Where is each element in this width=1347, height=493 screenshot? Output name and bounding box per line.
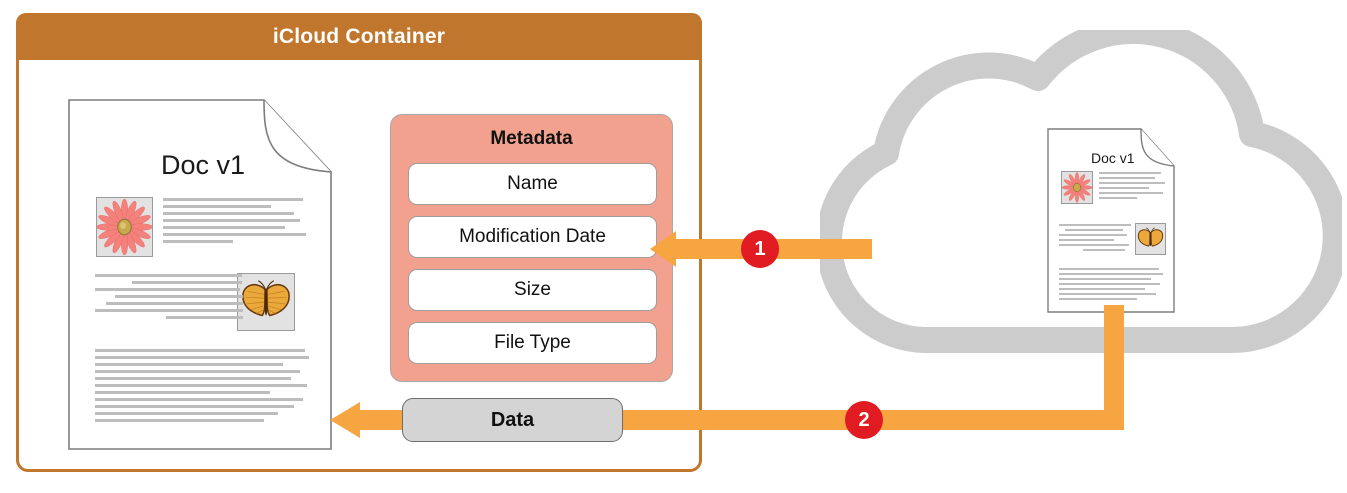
doc-text-block-1	[1099, 172, 1165, 202]
flow-2-badge: 2	[845, 401, 883, 439]
flow-1-arrowhead	[650, 231, 676, 267]
flower-image	[1061, 171, 1093, 204]
metadata-field-size[interactable]: Size	[408, 269, 657, 311]
local-document: Doc v1	[68, 99, 332, 450]
metadata-field-modification-date[interactable]: Modification Date	[408, 216, 657, 258]
metadata-field-file-type[interactable]: File Type	[408, 322, 657, 364]
metadata-field-name[interactable]: Name	[408, 163, 657, 205]
container-header: iCloud Container	[16, 13, 702, 60]
cloud-document: Doc v1	[1047, 128, 1175, 313]
doc-text-block-2	[95, 274, 245, 323]
butterfly-icon	[242, 280, 290, 317]
doc-text-block-3	[1059, 268, 1163, 303]
flower-icon	[1062, 172, 1092, 203]
data-pill-label: Data	[490, 408, 535, 431]
flow-1-badge-label: 1	[754, 238, 766, 260]
metadata-title: Metadata	[490, 128, 573, 149]
data-pill[interactable]: Data	[402, 398, 623, 442]
doc-text-block-2	[1059, 224, 1131, 254]
butterfly-image	[1135, 223, 1166, 255]
metadata-field-label: Size	[514, 279, 551, 300]
cloud-document-title: Doc v1	[1091, 150, 1135, 166]
flow-2-vertical-bar	[1104, 305, 1124, 410]
metadata-field-label: Modification Date	[459, 226, 606, 247]
flow-2-badge-label: 2	[858, 409, 870, 431]
butterfly-icon	[1137, 227, 1164, 247]
metadata-panel: Metadata Name Modification Date Size Fil…	[390, 114, 673, 382]
doc-text-block-3	[95, 349, 310, 426]
doc-text-block-1	[163, 198, 306, 247]
container-title: iCloud Container	[272, 24, 446, 48]
local-document-title: Doc v1	[161, 150, 246, 180]
icloud-container: iCloud Container Doc v1	[16, 13, 702, 472]
metadata-field-label: File Type	[494, 332, 571, 353]
flow-2-arrowhead	[330, 402, 360, 438]
metadata-field-label: Name	[507, 173, 558, 194]
cloud-shape	[820, 30, 1342, 353]
flower-icon	[97, 198, 152, 256]
flower-image	[96, 197, 153, 257]
butterfly-image	[237, 273, 295, 331]
flow-1-badge: 1	[741, 230, 779, 268]
